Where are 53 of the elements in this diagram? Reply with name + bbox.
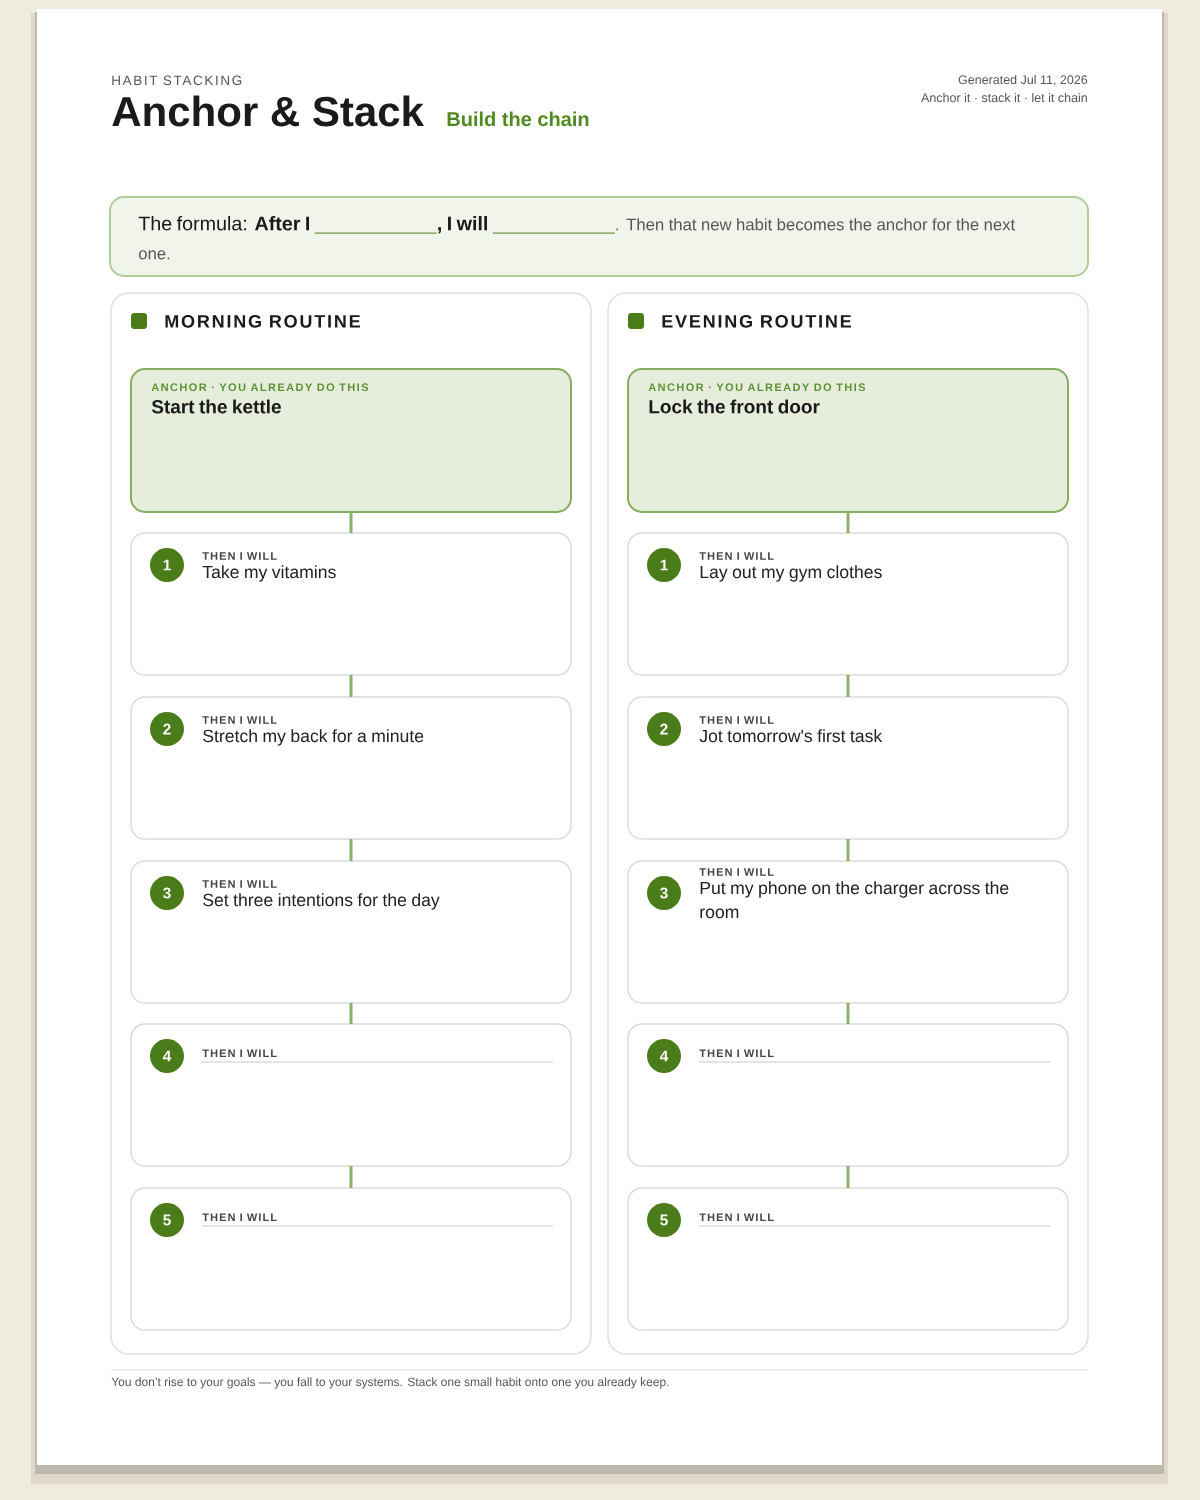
step-label: THEN I WILL [202,1213,277,1221]
number-badge: 1 [647,548,681,582]
step-text: Lay out my gym clothes [700,565,882,582]
step-text: Take my vitamins [202,565,336,582]
node-label: The formula: After I [138,215,310,231]
step-label: THEN I WILL [202,552,277,560]
anchor-label: ANCHOR · YOU ALREADY DO THIS [151,383,369,392]
step-label: THEN I WILL [202,1049,277,1057]
step-text: Jot tomorrow's first task [699,729,883,743]
number-badge: 1 [150,548,184,582]
number-badge: 2 [150,712,184,746]
node-label: . Then that new habit becomes the anchor for the next [616,218,1016,231]
connector-line [846,1166,850,1188]
step-label: THEN I WILL [699,868,774,876]
node-label: , I will [438,215,488,234]
step-label: THEN I WILL [699,552,774,560]
connector-line [349,512,353,533]
step-label: THEN I WILL [699,716,774,724]
section-heading: MORNING ROUTINE [165,314,360,328]
number-badge: 5 [150,1203,184,1237]
step-label: THEN I WILL [699,1049,774,1057]
step-label: THEN I WILL [699,1213,774,1221]
formula-text: The formula: After I , I will . Then that new habit becomes the anchor for the next one. [138,216,1016,260]
tagline: Anchor it · stack it · let it chain [921,92,1087,103]
anchor-text: Lock the front door [649,399,820,414]
subtitle: Build the chain [447,111,589,127]
connector-line [846,512,850,533]
footer-note: You don’t rise to your goals — you fall to your systems. Stack one small habit onto one you already keep. [111,1377,669,1389]
connector-line [349,839,353,861]
anchor-label: ANCHOR · YOU ALREADY DO THIS [648,383,866,392]
number-badge: 5 [647,1203,681,1237]
section-heading: EVENING ROUTINE [662,314,851,328]
eyebrow-text: HABIT STACKING [112,75,242,86]
title: Anchor & Stack [112,95,424,127]
number-badge: 3 [150,876,184,910]
number-badge: 2 [647,712,681,746]
step-text: Put my phone on the charger across the room [700,881,1009,919]
connector-line [349,675,353,697]
anchor-text: Start the kettle [151,399,281,414]
step-text: Stretch my back for a minute [203,729,424,746]
connector-line [846,839,850,861]
number-badge: 4 [150,1039,184,1073]
connector-line [349,1003,353,1024]
connector-line [846,1003,850,1024]
number-badge: 3 [647,876,681,910]
connector-line [846,675,850,697]
number-badge: 4 [647,1039,681,1073]
step-label: THEN I WILL [202,716,277,724]
connector-line [349,1166,353,1188]
date-text: Generated Jul 11, 2026 [958,74,1088,86]
step-label: THEN I WILL [202,880,277,888]
step-text: Set three intentions for the day [203,893,440,910]
node-label: one. [138,250,170,260]
